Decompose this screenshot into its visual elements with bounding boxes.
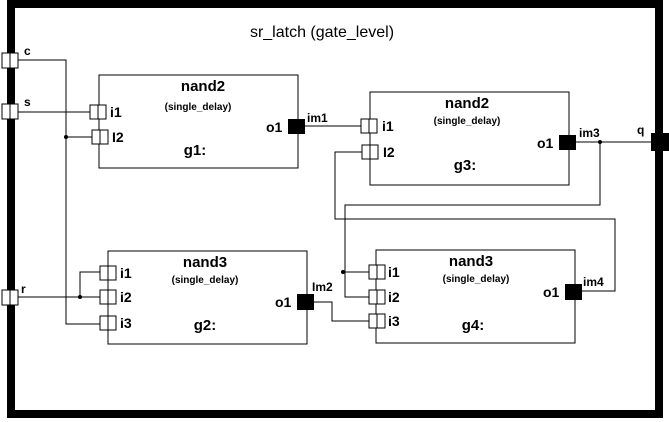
junction-dot [341, 270, 345, 274]
gate-g3-body[interactable] [369, 91, 570, 186]
gate-g2-delay: (single_delay) [172, 275, 239, 286]
port-c-label: c [24, 44, 31, 58]
port-r[interactable]: r [1, 282, 26, 306]
gate-g3-delay: (single_delay) [434, 116, 501, 127]
port-q-box[interactable] [651, 133, 669, 151]
port-q[interactable]: q [637, 123, 669, 151]
gate-g1-pin-i2-label: I2 [112, 129, 124, 145]
port-q-label: q [637, 123, 644, 137]
wire-im3-g4[interactable] [344, 142, 601, 298]
gate-g1-type: nand2 [181, 78, 225, 95]
net-label-im3: im3 [579, 126, 600, 140]
gate-g2-pin-i2-label: i2 [120, 289, 132, 305]
gate-g3-pin-o1-label: o1 [537, 135, 554, 151]
net-label-im4: im4 [583, 275, 604, 289]
junction-dot [598, 140, 602, 144]
gate-g1-body[interactable] [98, 74, 299, 169]
wire-c[interactable] [18, 59, 100, 325]
gate-g3[interactable]: nand2 (single_delay) g3: i1 I2 o1 [360, 91, 576, 186]
port-r-label: r [21, 282, 26, 296]
gate-g1-instance: g1: [184, 142, 207, 159]
gate-g4[interactable]: nand3 (single_delay) g4: i1 i2 i3 o1 [368, 249, 582, 344]
gate-g4-instance: g4: [462, 317, 485, 334]
junctions [64, 135, 602, 299]
port-s[interactable]: s [1, 95, 31, 120]
gate-g4-pin-i1-label: i1 [388, 264, 400, 280]
wire-im2[interactable] [314, 301, 369, 322]
junction-dot [64, 135, 68, 139]
gate-g2-pin-i3-label: i3 [120, 315, 132, 331]
module-frame [7, 0, 663, 418]
port-c[interactable]: c [1, 44, 31, 69]
gate-g1-delay: (single_delay) [165, 102, 232, 113]
gate-g4-body[interactable] [375, 249, 576, 344]
gate-g1-pin-o1[interactable] [288, 119, 305, 134]
wire-r-g2-i1[interactable] [79, 271, 100, 297]
module-title: sr_latch (gate_level) [250, 24, 394, 41]
gate-g4-delay: (single_delay) [443, 274, 510, 285]
gate-g2-body[interactable] [107, 250, 308, 345]
gate-g3-pin-i1-label: i1 [382, 118, 394, 134]
gate-g3-pin-o1[interactable] [559, 135, 576, 150]
wires [18, 59, 652, 325]
gate-g4-pin-i3-label: i3 [388, 313, 400, 329]
gate-g3-pin-i2-label: I2 [383, 144, 395, 160]
gate-g2-pin-i1-label: i1 [120, 265, 132, 281]
junction-dot [78, 295, 82, 299]
gate-g1-pin-o1-label: o1 [266, 119, 283, 135]
net-label-im1: im1 [307, 111, 328, 125]
gate-g2-type: nand3 [183, 254, 227, 271]
wire-im4[interactable] [334, 151, 616, 292]
gate-g3-instance: g3: [454, 157, 477, 174]
gate-g4-type: nand3 [449, 253, 493, 270]
gate-g2-pin-o1[interactable] [297, 294, 314, 310]
gate-g3-type: nand2 [445, 95, 489, 112]
gate-g4-pin-i2-label: i2 [388, 289, 400, 305]
gate-g4-pin-o1-label: o1 [543, 284, 560, 300]
gate-g1[interactable]: nand2 (single_delay) g1: i1 I2 o1 [89, 74, 305, 169]
gate-g4-pin-o1[interactable] [565, 284, 582, 300]
gate-g2[interactable]: nand3 (single_delay) g2: i1 i2 i3 o1 [99, 250, 314, 345]
gate-g2-pin-o1-label: o1 [275, 294, 292, 310]
port-s-label: s [24, 95, 31, 109]
gate-g2-instance: g2: [194, 317, 217, 334]
gate-g1-pin-i1-label: i1 [110, 104, 122, 120]
net-label-im2: Im2 [312, 280, 333, 294]
